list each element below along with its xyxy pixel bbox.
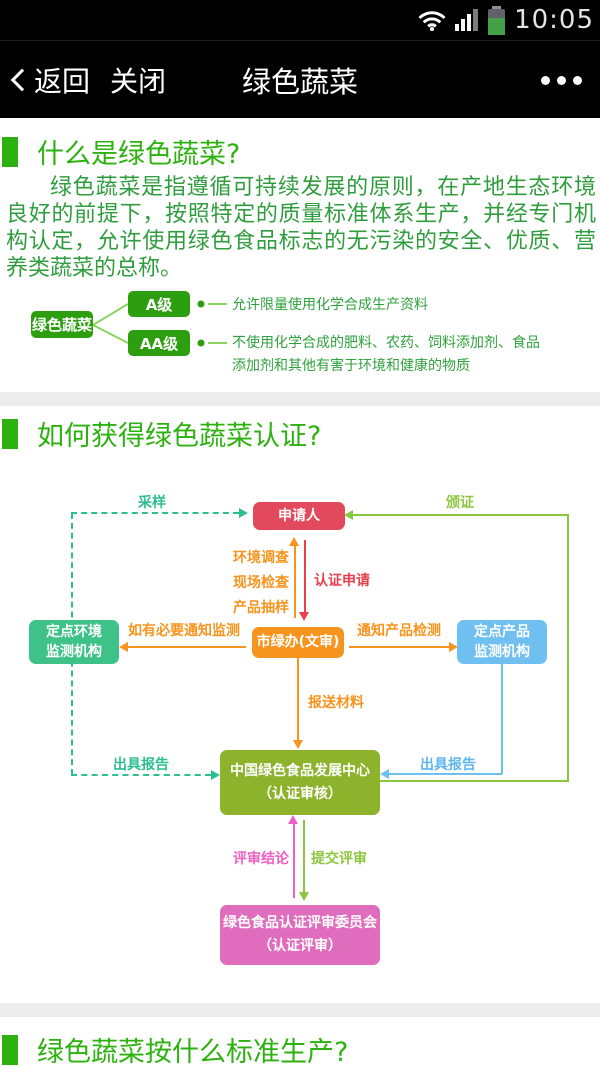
node-center-line1: 中国绿色食品发展中心 [230,762,370,779]
label-env-survey: 环境调查 现场检查 产品抽样 [233,546,289,621]
ellipsis-menu-icon [557,75,566,85]
label-cert-apply: 认证申请 [314,573,370,589]
label-env-survey-line2: 现场检查 [233,575,289,591]
node-office: 市绿办(文审) [252,627,344,658]
node-committee-line1: 绿色食品认证评审委员会 [223,915,377,931]
status-time: 10:05 [514,5,594,35]
label-submit-review: 提交评审 [311,851,367,867]
close-label: 关闭 [110,65,167,98]
nav-bar: 返回 关闭 绿色蔬菜 [0,40,600,118]
section-what-header: 什么是绿色蔬菜? [2,132,240,171]
wifi-icon [418,10,446,31]
label-notify-product: 通知产品检测 [357,623,441,639]
section-divider [0,1003,600,1017]
review-result-line [293,823,295,898]
nav-left-group: 返回 关闭 [10,41,166,119]
menu-button[interactable] [541,41,582,119]
certification-flowchart: 采样 颁证 环境调查 现场检查 产品抽样 认证申请 如有必要通知监测 通知产品检… [0,470,600,1000]
label-report-left: 出具报告 [113,757,169,773]
label-certificate: 颁证 [446,495,474,511]
label-report-right: 出具报告 [420,757,476,773]
notify-product-arrowhead [449,642,458,652]
battery-icon [488,5,506,35]
node-product-agency-line2: 监测机构 [474,644,530,660]
label-env-survey-line3: 产品抽样 [233,600,289,616]
label-env-survey-line1: 环境调查 [233,550,289,566]
certificate-line [353,514,568,516]
node-center: 中国绿色食品发展中心 （认证审核） [220,750,380,815]
report-right-vertical-line [501,664,503,774]
ellipsis-menu-icon [541,75,550,85]
env-survey-arrowhead [289,537,299,546]
chevron-left-icon [10,68,34,92]
node-env-agency: 定点环境 监测机构 [29,620,119,664]
section-bullet [2,418,18,449]
section-bullet [2,1034,18,1065]
node-product-agency-line1: 定点产品 [474,624,530,640]
notify-env-arrowhead [119,642,128,652]
signal-bars-icon [455,9,479,31]
certificate-bottom-line [379,780,569,782]
section-what-title: 什么是绿色蔬菜? [37,139,241,170]
cert-apply-arrowhead [299,612,309,621]
cert-apply-line [304,540,306,612]
section-standard-header: 绿色蔬菜按什么标准生产? [2,1030,348,1067]
back-button[interactable]: 返回 [10,60,91,100]
label-sampling: 采样 [138,495,166,511]
certificate-vertical-line [567,514,569,782]
class-level-a-desc: 允许限量使用化学合成生产资料 [232,297,428,313]
notify-env-line [128,646,246,648]
env-survey-line [294,545,296,618]
section-cert-header: 如何获得绿色蔬菜认证? [2,414,321,453]
what-paragraph: 绿色蔬菜是指遵循可持续发展的原则，在产地生态环境良好的前提下，按照特定的质量标准… [6,175,596,281]
class-level-aa-node: AA级 [128,330,190,356]
classification-connectors [92,300,227,347]
review-result-arrowhead [288,815,298,824]
section-divider [0,392,600,406]
label-submit-materials: 报送材料 [308,695,364,711]
ellipsis-menu-icon [573,75,582,85]
status-bar: 10:05 [0,0,600,40]
submit-review-line [303,820,305,892]
sampling-line [71,512,239,514]
section-cert-title: 如何获得绿色蔬菜认证? [37,421,322,452]
node-product-agency: 定点产品 监测机构 [457,620,547,664]
submit-materials-line [297,658,299,740]
sampling-arrowhead [239,508,248,518]
class-level-aa-desc: 不使用化学合成的肥料、农药、饲料添加剂、食品添加剂和其他有害于环境和健康的物质 [232,335,540,374]
node-committee-line2: （认证评审） [258,938,342,954]
certificate-arrowhead [344,510,353,520]
report-right-arrowhead [380,769,389,779]
node-env-agency-line2: 监测机构 [46,644,102,660]
section-bullet [2,136,18,167]
class-level-a-node: A级 [128,291,190,317]
label-review-result: 评审结论 [233,851,289,867]
class-root-node: 绿色蔬菜 [31,311,93,338]
node-env-agency-line1: 定点环境 [46,624,102,640]
close-button[interactable]: 关闭 [110,60,166,100]
submit-materials-arrowhead [293,740,303,749]
label-notify-env: 如有必要通知监测 [128,623,240,639]
report-left-line [71,774,211,776]
notify-product-line [349,646,449,648]
node-center-line2: （认证审核） [258,785,342,802]
section-standard-title: 绿色蔬菜按什么标准生产? [37,1037,349,1067]
report-right-line [388,773,502,775]
back-label: 返回 [34,65,91,98]
node-applicant: 申请人 [253,502,345,530]
submit-review-arrowhead [299,892,309,901]
node-committee: 绿色食品认证评审委员会 （认证评审） [220,905,380,965]
report-left-arrowhead [211,770,220,780]
